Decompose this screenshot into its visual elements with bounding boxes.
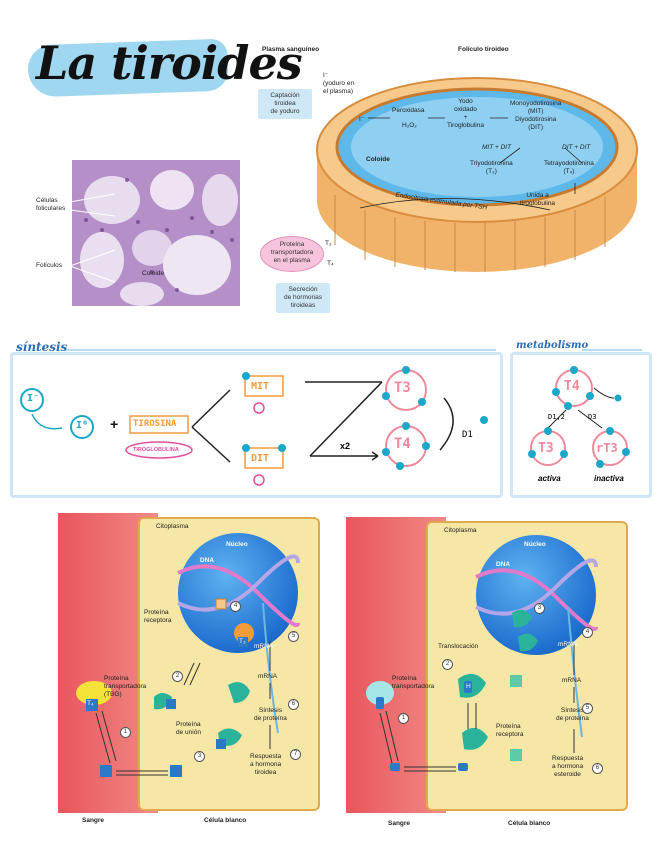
- plasma-label: Plasma sanguíneo: [262, 46, 320, 53]
- sintesis-heading: síntesis: [16, 340, 68, 354]
- cell2-nucleo: Núcleo: [524, 541, 546, 548]
- cell2-num-4: 4: [582, 627, 593, 638]
- cell2-dna: DNA: [496, 561, 511, 568]
- t4-label: T₄: [327, 260, 334, 267]
- celulas-label: Células foliculares: [36, 197, 66, 212]
- cell1-union: Proteína de unión: [176, 721, 201, 736]
- d12-label: D1,2: [548, 413, 565, 421]
- foliculos-label: Folículos: [36, 262, 63, 269]
- metab-t3: T3: [538, 441, 554, 456]
- sintesis-iodine: I⁰: [76, 420, 89, 431]
- cell1-dna: DNA: [200, 557, 215, 564]
- triyodo-label: Triyodotironina (T₃): [470, 160, 513, 175]
- metab-rt3: rT3: [596, 441, 618, 455]
- iodide-plasma-label: I⁻ (yoduro en el plasma): [323, 72, 355, 95]
- h2o2-label: H₂O₂: [402, 122, 417, 129]
- cell2-translocacion: Translocación: [438, 643, 479, 650]
- cell1-num-2: 2: [172, 671, 183, 682]
- activa-label: activa: [538, 474, 561, 483]
- cell2-mrna2: mRNA: [562, 677, 582, 684]
- cell2-h: H: [466, 683, 471, 690]
- yodo-oxidado-label: Yodo oxidado + Tiroglobulina: [447, 98, 484, 129]
- page-title: La tiroides: [36, 36, 303, 90]
- cell1-num-5: 5: [288, 631, 299, 642]
- cell2-receptora: Proteína receptora: [496, 723, 524, 738]
- captacion-box: Captación tiroidea de yoduro: [258, 89, 312, 119]
- cell2-num-6: 6: [592, 763, 603, 774]
- cell2-transportadora: Proteína transportadora: [392, 675, 435, 690]
- cell1-num-1: 1: [120, 727, 131, 738]
- cell1-transportadora: Proteína transportadora (TBG): [104, 675, 147, 698]
- inactiva-label: inactiva: [594, 474, 624, 483]
- unida-label: Unida a tiroglobulina: [520, 192, 556, 207]
- cell1-nucleo: Núcleo: [226, 541, 248, 548]
- cell2-num-2: 2: [442, 659, 453, 670]
- cell2-mrna: mRNA: [558, 641, 578, 648]
- mit-dit-label: MIT + DIT: [482, 144, 512, 151]
- cell2-panel: Citoplasma Núcleo DNA Translocación mRNA…: [346, 517, 628, 813]
- mono-label: Monoyodotirosina (MIT) Diyodotirosina (D…: [510, 100, 562, 131]
- micrograph: Coloide: [72, 160, 240, 306]
- follicle-arrows: [359, 117, 583, 211]
- cell2-num-1: 1: [398, 713, 409, 724]
- cell1-t3: T₃: [239, 638, 246, 645]
- tetrayodo-label: Tetrayodotironina (T₄): [544, 160, 594, 175]
- micrograph-image: [72, 160, 240, 306]
- metabolismo-diagram: [528, 366, 630, 468]
- cell2-respuesta: Respuesta a hormona esteroide: [552, 755, 584, 778]
- metabolismo-underline: [582, 349, 642, 351]
- cell2-num-3: 3: [534, 603, 545, 614]
- cell1-citoplasma: Citoplasma: [156, 523, 189, 530]
- cell2-diagram: [366, 558, 598, 772]
- cell1-num-7: 7: [290, 749, 301, 760]
- cell1-respuesta: Respuesta a hormona tiroidea: [250, 753, 282, 776]
- coloide-micro-label: Coloide: [142, 270, 165, 277]
- d1-label: D1: [462, 430, 473, 440]
- tirosina-label: TIROSINA: [133, 419, 177, 429]
- tiroglobulina-label: TIROGLOBULINA: [133, 447, 179, 453]
- cell1-num-4: 4: [230, 601, 241, 612]
- cell2-sangre: Sangre: [388, 820, 411, 827]
- cell1-mrna2: mRNA: [258, 673, 278, 680]
- sintesis-t4: T4: [394, 436, 411, 452]
- secrecion-box: Secreción de hormonas tiroideas: [276, 283, 330, 313]
- cell1-celula: Célula blanco: [204, 817, 247, 824]
- cell2-nucleus: [476, 535, 596, 655]
- foliculo-label: Folículo tiroideo: [458, 46, 509, 53]
- proteina-oval: Proteína transportadora en el plasma: [260, 236, 324, 272]
- coloide-label: Coloide: [366, 156, 390, 163]
- cell1-t4: T₄: [87, 700, 94, 707]
- sintesis-underline: [66, 349, 496, 351]
- peroxidasa-label: Peroxidasa: [392, 107, 425, 114]
- cell2-num-5: 5: [582, 703, 593, 714]
- cell1-num-3: 3: [194, 751, 205, 762]
- sintesis-iodide: I⁻: [27, 393, 40, 404]
- cell2-sintesis: Síntesis de proteína: [556, 707, 589, 722]
- sintesis-diagram: [20, 366, 488, 486]
- sintesis-plus: +: [110, 416, 119, 432]
- cell1-num-6: 6: [288, 699, 299, 710]
- cell1-mrna: mRNA: [254, 643, 274, 650]
- cell1-diagram: [76, 554, 300, 777]
- iodide-in-label: I⁻: [359, 116, 365, 123]
- metabolismo-heading: metabolismo: [516, 340, 589, 351]
- cell1-panel: Citoplasma Núcleo DNA Proteína receptora…: [58, 513, 320, 813]
- t3-label: T₃: [325, 240, 332, 247]
- cell2-citoplasma: Citoplasma: [444, 527, 477, 534]
- metab-t4: T4: [564, 379, 580, 394]
- cell1-sangre: Sangre: [82, 817, 105, 824]
- d3-label: D3: [588, 413, 597, 421]
- cell1-sintesis: Síntesis de proteína: [254, 707, 287, 722]
- mit-label: MIT: [251, 381, 270, 392]
- dit-label: DIT: [251, 453, 270, 464]
- micro-pointers: [69, 193, 116, 283]
- cell1-receptora: Proteína receptora: [144, 609, 172, 624]
- cell2-celula: Célula blanco: [508, 820, 551, 827]
- sintesis-t3: T3: [394, 380, 411, 396]
- x2-label: x2: [340, 441, 351, 451]
- dit-dit-label: DIT + DIT: [562, 144, 591, 151]
- follicle-illustration: [316, 77, 638, 272]
